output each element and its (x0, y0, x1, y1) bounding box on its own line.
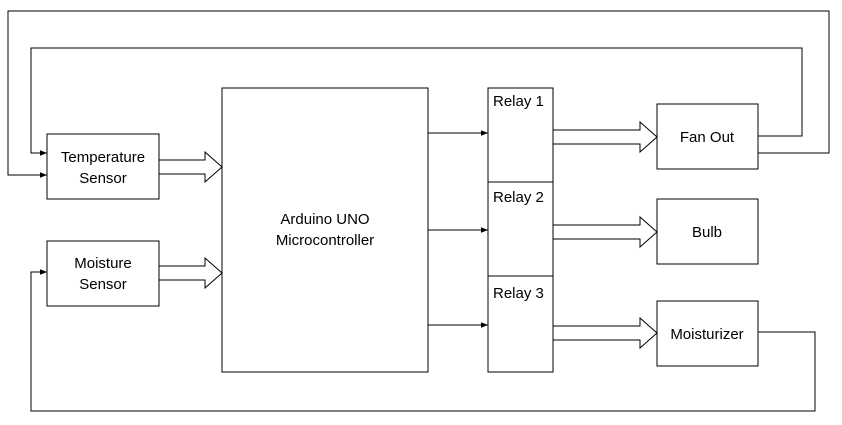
relay-2-label: Relay 2 (493, 189, 544, 206)
relay2-to-bulb-arrow (552, 215, 658, 249)
relay1-to-fan-arrow (552, 120, 658, 154)
relay3-to-moisturizer-arrow (552, 316, 658, 350)
bulb-label: Bulb (692, 224, 722, 241)
arduino-block (221, 87, 429, 373)
fan-feedback-inner-line (30, 47, 803, 156)
moisturizer-block (656, 300, 759, 367)
moisturizer-label: Moisturizer (670, 326, 743, 343)
moisture-sensor-block (46, 240, 160, 307)
fan-out-label: Fan Out (680, 129, 735, 146)
temperature-sensor-label-line2: Sensor (79, 170, 127, 187)
temperature-sensor-label-line1: Temperature (61, 149, 145, 166)
relay-3-label: Relay 3 (493, 285, 544, 302)
temp-to-arduino-arrow (158, 150, 223, 184)
moisturizer-feedback-line (30, 269, 816, 412)
moisture-sensor-label-line1: Moisture (74, 255, 132, 272)
relay-module-block (487, 87, 554, 373)
moisture-to-arduino-arrow (158, 256, 223, 290)
fan-out-block (656, 103, 759, 170)
fan-feedback-outer-line (7, 10, 830, 178)
relay-1-label: Relay 1 (493, 93, 544, 110)
arduino-label-line1: Arduino UNO (280, 211, 369, 228)
arduino-label-line2: Microcontroller (276, 232, 374, 249)
temperature-sensor-block (46, 133, 160, 200)
moisture-sensor-label-line2: Sensor (79, 276, 127, 293)
